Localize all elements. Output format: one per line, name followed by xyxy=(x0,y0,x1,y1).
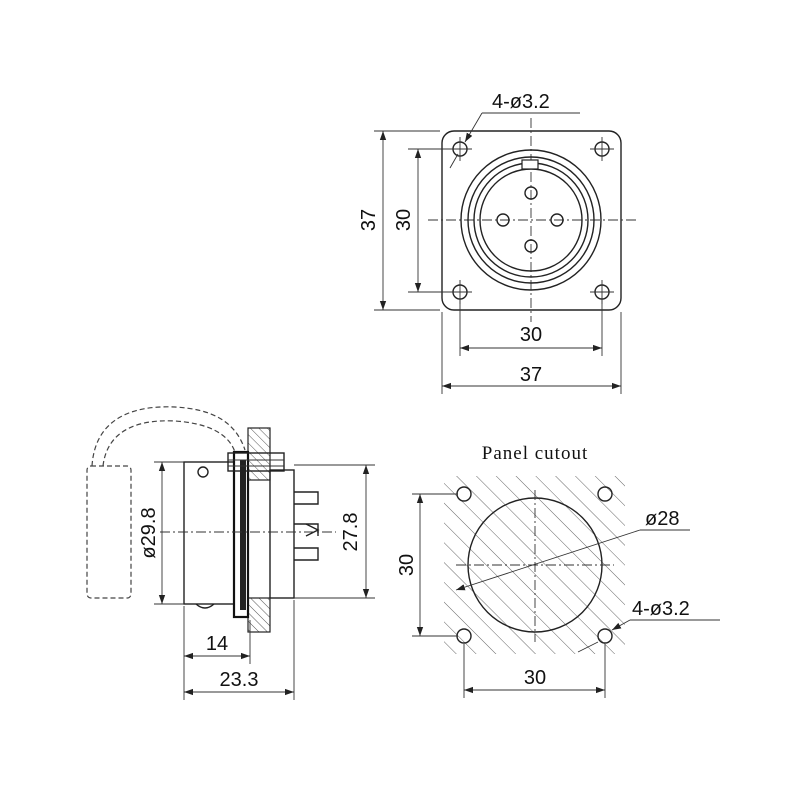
cutout-height: 30 xyxy=(396,554,418,576)
cutout-title: Panel cutout xyxy=(482,443,588,464)
shell-outer-circle xyxy=(460,149,602,291)
rear-body xyxy=(269,469,295,599)
side-body-diameter: ø29.8 xyxy=(138,507,160,558)
dust-cap xyxy=(86,465,132,599)
front-width-outer: 37 xyxy=(520,364,542,386)
key-notch xyxy=(521,159,539,170)
pin-top xyxy=(524,186,538,200)
pin-left xyxy=(496,213,510,227)
side-length-flange: 14 xyxy=(206,633,228,655)
cutout-hole-diameter: ø28 xyxy=(645,508,679,530)
side-rear-diameter: 27.8 xyxy=(340,513,362,552)
screw-head xyxy=(227,452,285,472)
flange-plate xyxy=(232,450,250,619)
front-view: 4-ø3.2 37 30 30 37 xyxy=(358,91,638,394)
side-view: ø29.8 27.8 14 23.3 xyxy=(86,406,375,700)
terminals xyxy=(294,491,320,561)
panel-top xyxy=(247,427,271,481)
front-holes-label: 4-ø3.2 xyxy=(492,91,550,113)
panel-bottom xyxy=(247,597,271,633)
pin-right xyxy=(550,213,564,227)
front-width-inner: 30 xyxy=(520,324,542,346)
pin-bottom xyxy=(524,239,538,253)
connector-body xyxy=(183,461,235,605)
cutout-width: 30 xyxy=(524,667,546,689)
cutout-holes-label: 4-ø3.2 xyxy=(632,598,690,620)
front-height-inner: 30 xyxy=(393,209,415,231)
flange-square xyxy=(441,130,622,311)
panel-cutout-view: Panel cutout ø28 4-ø3.2 30 30 xyxy=(396,443,720,698)
side-length-total: 23.3 xyxy=(220,669,259,691)
front-height-outer: 37 xyxy=(358,209,380,231)
